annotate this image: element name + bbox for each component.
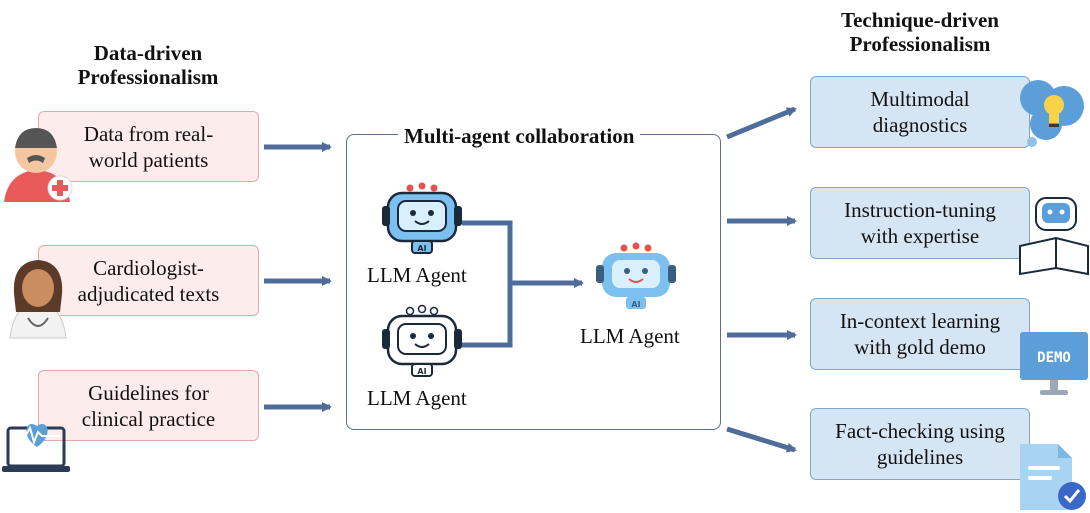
document-check-icon [1020, 444, 1086, 510]
lightbulb-cloud-icon [1020, 80, 1084, 147]
agent-connector [462, 220, 513, 348]
robot-badge-aggregator: AI [631, 300, 640, 309]
technique-line: Multimodal [870, 87, 970, 111]
technique-line: with gold demo [854, 335, 986, 359]
robot-agent-top-icon [382, 182, 462, 254]
technique-box-instruction-tuning: Instruction-tuning with expertise [810, 187, 1030, 259]
arrow-to-multimodal [726, 106, 797, 140]
technique-line: with expertise [860, 224, 980, 248]
right-heading: Technique-driven Professionalism [810, 8, 1030, 56]
robot-badge-bottom: AI [417, 367, 426, 376]
robot-agent-bottom-icon [382, 304, 462, 377]
multi-agent-title: Multi-agent collaboration [398, 124, 641, 149]
data-source-line: world patients [88, 147, 209, 172]
left-heading: Data-driven Professionalism [48, 41, 248, 89]
left-heading-line-1: Data-driven [93, 41, 203, 65]
robot-badge-top: AI [417, 244, 426, 253]
left-heading-line-2: Professionalism [77, 65, 219, 89]
agent-label-bottom: LLM Agent [367, 386, 467, 410]
data-source-line: Cardiologist- [93, 255, 204, 280]
laptop-heart-icon [2, 424, 70, 472]
data-source-line: Data from real- [83, 121, 214, 146]
data-source-line: clinical practice [81, 406, 216, 431]
technique-line: Fact-checking using [835, 419, 1005, 443]
technique-line: guidelines [876, 445, 964, 469]
technique-line: diagnostics [872, 113, 968, 137]
right-heading-line-2: Professionalism [849, 32, 991, 56]
technique-line: In-context learning [839, 309, 1001, 333]
robot-agent-aggregator-icon [596, 242, 676, 309]
agent-label-aggregator: LLM Agent [580, 324, 680, 348]
arrow-to-fact-checking [726, 426, 797, 453]
data-source-box-cardiologist: Cardiologist- adjudicated texts [38, 245, 259, 316]
robot-reading-icon [1019, 197, 1089, 276]
demo-icon-text: DEMO [1037, 350, 1071, 366]
technique-box-fact-checking: Fact-checking using guidelines [810, 408, 1030, 480]
data-source-line: Guidelines for [88, 380, 209, 405]
technique-box-multimodal: Multimodal diagnostics [810, 76, 1030, 148]
patient-icon [4, 128, 73, 202]
data-source-box-patients: Data from real- world patients [38, 111, 259, 182]
right-heading-line-1: Technique-driven [841, 8, 999, 32]
demo-monitor-icon [1020, 332, 1088, 395]
data-source-line: adjudicated texts [77, 281, 220, 306]
technique-line: Instruction-tuning [844, 198, 996, 222]
doctor-icon [9, 260, 67, 339]
agent-label-top: LLM Agent [367, 263, 467, 287]
data-source-box-guidelines: Guidelines for clinical practice [38, 370, 259, 441]
